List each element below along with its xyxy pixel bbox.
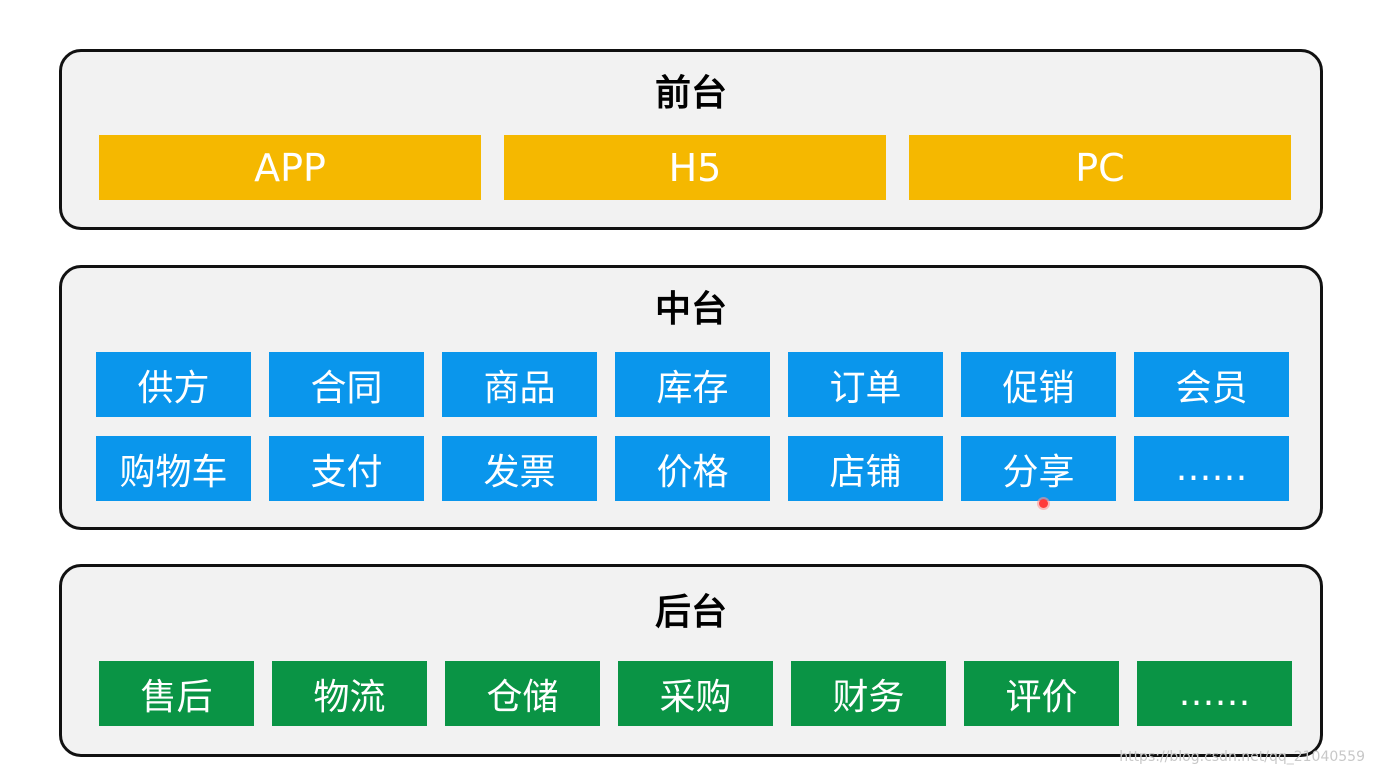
middle-item-inventory: 库存 (615, 352, 770, 417)
middle-item-member: 会员 (1134, 352, 1289, 417)
front-item-h5: H5 (504, 135, 886, 200)
middle-item-invoice: 发票 (442, 436, 597, 501)
back-item-logistics: 物流 (272, 661, 427, 726)
back-layer-panel: 后台 售后 物流 仓储 采购 财务 评价 …… (59, 564, 1323, 757)
middle-item-share: 分享 (961, 436, 1116, 501)
back-item-after-sales: 售后 (99, 661, 254, 726)
middle-item-product: 商品 (442, 352, 597, 417)
back-item-review: 评价 (964, 661, 1119, 726)
back-layer-title: 后台 (654, 592, 727, 633)
middle-item-promotion: 促销 (961, 352, 1116, 417)
mouse-cursor-marker (1039, 499, 1048, 508)
front-layer-items: APP H5 PC (99, 135, 1291, 200)
front-item-pc: PC (909, 135, 1291, 200)
back-layer-items: 售后 物流 仓储 采购 财务 评价 …… (99, 661, 1292, 726)
middle-item-more: …… (1134, 436, 1289, 501)
back-item-more: …… (1137, 661, 1292, 726)
middle-item-price: 价格 (615, 436, 770, 501)
back-item-warehousing: 仓储 (445, 661, 600, 726)
middle-item-contract: 合同 (269, 352, 424, 417)
middle-item-order: 订单 (788, 352, 943, 417)
middle-layer-title: 中台 (654, 289, 727, 330)
watermark: https://blog.csdn.net/qq_21040559 (1119, 749, 1365, 765)
middle-item-payment: 支付 (269, 436, 424, 501)
front-item-app: APP (99, 135, 481, 200)
back-item-finance: 财务 (791, 661, 946, 726)
middle-layer-row-1: 供方 合同 商品 库存 订单 促销 会员 (96, 352, 1289, 417)
middle-item-cart: 购物车 (96, 436, 251, 501)
middle-item-store: 店铺 (788, 436, 943, 501)
middle-item-supplier: 供方 (96, 352, 251, 417)
front-layer-title: 前台 (654, 73, 727, 114)
back-item-procurement: 采购 (618, 661, 773, 726)
middle-layer-panel: 中台 供方 合同 商品 库存 订单 促销 会员 购物车 支付 发票 价格 店铺 … (59, 265, 1323, 530)
front-layer-panel: 前台 APP H5 PC (59, 49, 1323, 230)
middle-layer-row-2: 购物车 支付 发票 价格 店铺 分享 …… (96, 436, 1289, 501)
